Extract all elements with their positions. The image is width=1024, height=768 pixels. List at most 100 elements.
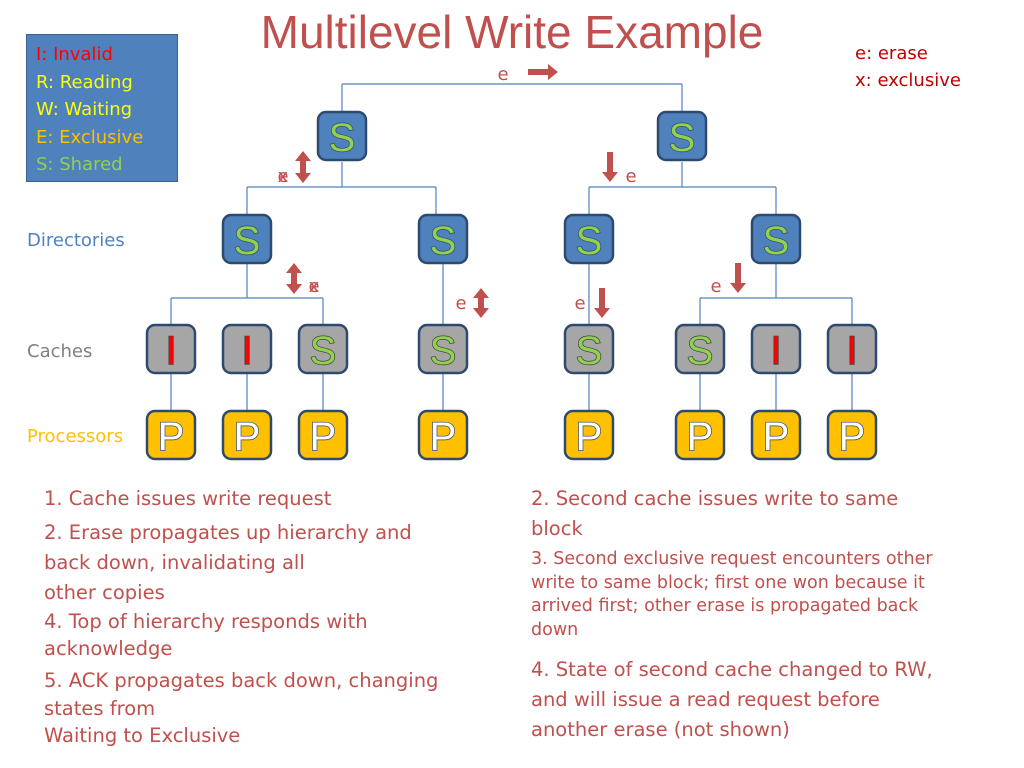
directory-2: S bbox=[417, 213, 469, 265]
note-right-4: 4. State of second cache changed to RW, … bbox=[531, 658, 933, 741]
cache-2: I bbox=[221, 323, 273, 375]
dir1-both-arrow bbox=[286, 263, 302, 294]
note-left-3: other copies bbox=[44, 581, 165, 604]
dir3-e-label: e bbox=[574, 293, 585, 314]
processor-3-label: P bbox=[310, 415, 337, 459]
processor-4-box bbox=[417, 409, 469, 461]
top-right-e-label: e bbox=[625, 166, 636, 187]
directory-4: S bbox=[750, 213, 802, 265]
cache-5-box bbox=[563, 323, 615, 375]
dir1-x-label: x bbox=[309, 276, 320, 297]
legend-item-invalid: I: Invalid bbox=[36, 44, 113, 65]
cache-6-box bbox=[674, 323, 726, 375]
directory-2-box bbox=[417, 213, 469, 265]
directory-3: S bbox=[563, 213, 615, 265]
cache-5-label: S bbox=[576, 329, 603, 373]
message-key: e: erase x: exclusive bbox=[855, 40, 961, 94]
directory-3-box bbox=[563, 213, 615, 265]
notes-right: 2. Second cache issues write to same blo… bbox=[531, 484, 951, 745]
cache-8-box bbox=[826, 323, 878, 375]
cache-7: I bbox=[750, 323, 802, 375]
cache-5: S bbox=[563, 323, 615, 375]
legend-item-waiting: W: Waiting bbox=[36, 99, 133, 120]
processor-8: P bbox=[826, 409, 878, 461]
top-directory-2: S bbox=[656, 110, 708, 162]
processor-6: P bbox=[674, 409, 726, 461]
processor-1-label: P bbox=[158, 415, 185, 459]
processor-7-box bbox=[750, 409, 802, 461]
processor-2-box bbox=[221, 409, 273, 461]
legend-item-reading: R: Reading bbox=[36, 71, 133, 93]
directory-4-label: S bbox=[763, 219, 790, 263]
top-directory-1: S bbox=[316, 110, 368, 162]
cache-7-box bbox=[750, 323, 802, 375]
dir3-down-arrow bbox=[594, 288, 610, 318]
directory-1-box bbox=[221, 213, 273, 265]
row-label-directories: Directories bbox=[27, 230, 125, 251]
state-legend: I: Invalid R: Reading W: Waiting E: Excl… bbox=[26, 34, 178, 182]
top-left-both-arrow bbox=[295, 151, 311, 183]
cache-8-label: I bbox=[846, 329, 857, 373]
processor-2: P bbox=[221, 409, 273, 461]
top-left-e-label: e bbox=[277, 166, 288, 187]
cache-3: S bbox=[297, 323, 349, 375]
dir2-e-label: e bbox=[455, 293, 466, 314]
legend-item-exclusive: E: Exclusive bbox=[36, 126, 144, 148]
note-left-5: 5. ACK propagates back down, changing st… bbox=[44, 669, 439, 720]
cache-6: S bbox=[674, 323, 726, 375]
directory-1-label: S bbox=[234, 219, 261, 263]
processor-4-label: P bbox=[430, 415, 457, 459]
dir1-e-label: e bbox=[308, 276, 319, 297]
cache-4: S bbox=[417, 323, 469, 375]
dir2-both-arrow bbox=[473, 288, 489, 318]
cache-1-box bbox=[145, 323, 197, 375]
cache-3-box bbox=[297, 323, 349, 375]
processor-1-box bbox=[145, 409, 197, 461]
top-directory-2-box bbox=[656, 110, 708, 162]
processor-7-label: P bbox=[763, 415, 790, 459]
directory-4-box bbox=[750, 213, 802, 265]
processor-3: P bbox=[297, 409, 349, 461]
note-left-1: 1. Cache issues write request bbox=[44, 487, 332, 510]
note-left-6: Waiting to Exclusive bbox=[44, 724, 241, 747]
root-erase-arrow bbox=[528, 64, 558, 80]
processor-5-box bbox=[563, 409, 615, 461]
processor-3-box bbox=[297, 409, 349, 461]
legend-item-shared: S: Shared bbox=[36, 154, 123, 175]
note-left-2: 2. Erase propagates up hierarchy and bac… bbox=[44, 521, 412, 574]
cache-2-label: I bbox=[241, 329, 252, 373]
directory-2-label: S bbox=[430, 219, 457, 263]
cache-2-box bbox=[221, 323, 273, 375]
cache-7-label: I bbox=[770, 329, 781, 373]
note-right-2: 2. Second cache issues write to same blo… bbox=[531, 487, 899, 540]
cache-8: I bbox=[826, 323, 878, 375]
processor-7: P bbox=[750, 409, 802, 461]
cache-3-label: S bbox=[310, 329, 337, 373]
top-directory-1-label: S bbox=[329, 116, 356, 160]
dir4-down-arrow bbox=[730, 263, 746, 293]
note-left-4: 4. Top of hierarchy responds with acknow… bbox=[44, 610, 368, 660]
directory-1: S bbox=[221, 213, 273, 265]
processor-8-box bbox=[826, 409, 878, 461]
cache-6-label: S bbox=[687, 329, 714, 373]
row-label-caches: Caches bbox=[27, 341, 93, 362]
dir4-e-label: e bbox=[710, 276, 721, 297]
processor-5: P bbox=[563, 409, 615, 461]
root-erase-label: e bbox=[497, 64, 508, 85]
top-directory-1-box bbox=[316, 110, 368, 162]
processor-8-label: P bbox=[839, 415, 866, 459]
directory-3-label: S bbox=[576, 219, 603, 263]
processor-5-label: P bbox=[576, 415, 603, 459]
note-right-3: 3. Second exclusive request encounters o… bbox=[531, 549, 933, 640]
cache-1: I bbox=[145, 323, 197, 375]
row-label-processors: Processors bbox=[27, 426, 124, 447]
processor-6-box bbox=[674, 409, 726, 461]
key-erase: e: erase bbox=[855, 43, 928, 64]
top-right-down-arrow bbox=[602, 152, 618, 182]
processor-4: P bbox=[417, 409, 469, 461]
cache-4-box bbox=[417, 323, 469, 375]
processor-1: P bbox=[145, 409, 197, 461]
notes-left: 1. Cache issues write request 2. Erase p… bbox=[44, 484, 454, 750]
processor-6-label: P bbox=[687, 415, 714, 459]
